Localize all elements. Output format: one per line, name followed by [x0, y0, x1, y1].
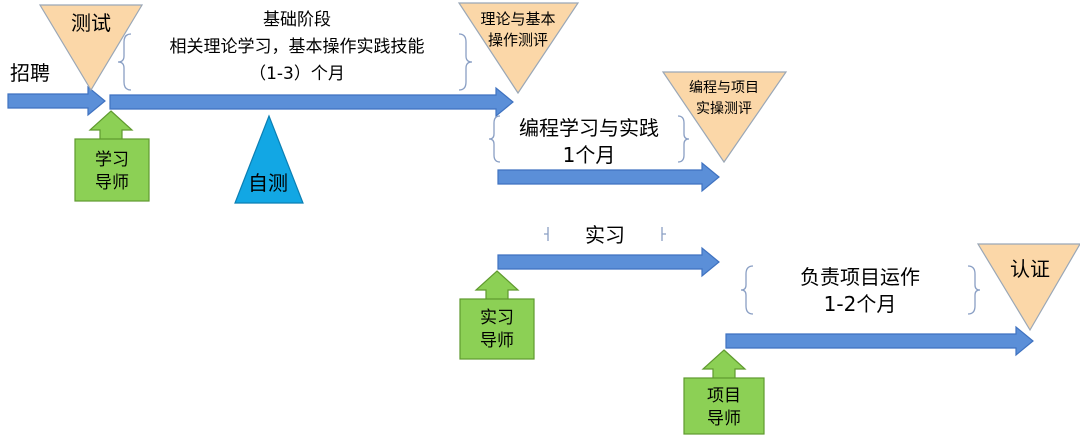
basic-stage-right-brace	[458, 33, 473, 91]
project-right-brace	[967, 265, 981, 315]
certify-triangle	[976, 243, 1080, 332]
project-mentor-label-1: 项目	[707, 386, 741, 406]
theory-eval-label-1: 理论与基本	[480, 10, 555, 28]
project-arrow	[725, 325, 1034, 357]
intern-mentor-label-1: 实习	[480, 308, 514, 328]
theory-eval-triangle	[457, 2, 580, 95]
basic-stage-duration: （1-3）个月	[249, 64, 345, 84]
certify-label: 认证	[1010, 257, 1050, 281]
project-title: 负责项目运作	[800, 265, 920, 289]
programming-eval-triangle	[661, 71, 788, 164]
project-duration: 1-2个月	[824, 292, 897, 316]
basic-stage-title: 基础阶段	[263, 10, 331, 30]
basic-stage-arrow	[109, 86, 514, 118]
programming-right-brace	[677, 115, 690, 163]
programming-left-brace	[488, 115, 501, 163]
recruit-label: 招聘	[10, 61, 50, 85]
test-label: 测试	[71, 11, 111, 35]
internship-left-brace	[544, 227, 549, 241]
intern-mentor-label-2: 导师	[480, 331, 514, 351]
basic-stage-description: 相关理论学习，基本操作实践技能	[170, 37, 425, 57]
self-test-triangle	[234, 114, 304, 204]
basic-stage-left-brace	[117, 33, 132, 91]
internship-right-brace	[661, 227, 666, 241]
intern-mentor-box	[459, 298, 535, 360]
theory-eval-label-2: 操作测评	[488, 31, 548, 49]
programming-arrow	[497, 161, 720, 193]
programming-duration: 1个月	[563, 143, 616, 167]
intern-mentor-up-arrow	[474, 270, 520, 301]
programming-title: 编程学习与实践	[519, 116, 659, 140]
internship-arrow	[497, 246, 720, 278]
self-test-label: 自测	[248, 171, 288, 195]
programming-eval-label-2: 实操测评	[696, 101, 752, 117]
study-mentor-box	[74, 138, 150, 202]
project-left-brace	[740, 265, 754, 315]
project-mentor-box	[683, 377, 765, 435]
study-mentor-up-arrow	[88, 110, 134, 141]
recruit-arrow	[7, 85, 106, 117]
internship-label: 实习	[585, 223, 625, 247]
project-mentor-up-arrow	[701, 349, 747, 380]
programming-eval-label-1: 编程与项目	[689, 80, 759, 96]
test-triangle	[38, 4, 144, 92]
study-mentor-label-2: 导师	[95, 173, 129, 193]
study-mentor-label-1: 学习	[95, 150, 129, 170]
project-mentor-label-2: 导师	[707, 409, 741, 429]
